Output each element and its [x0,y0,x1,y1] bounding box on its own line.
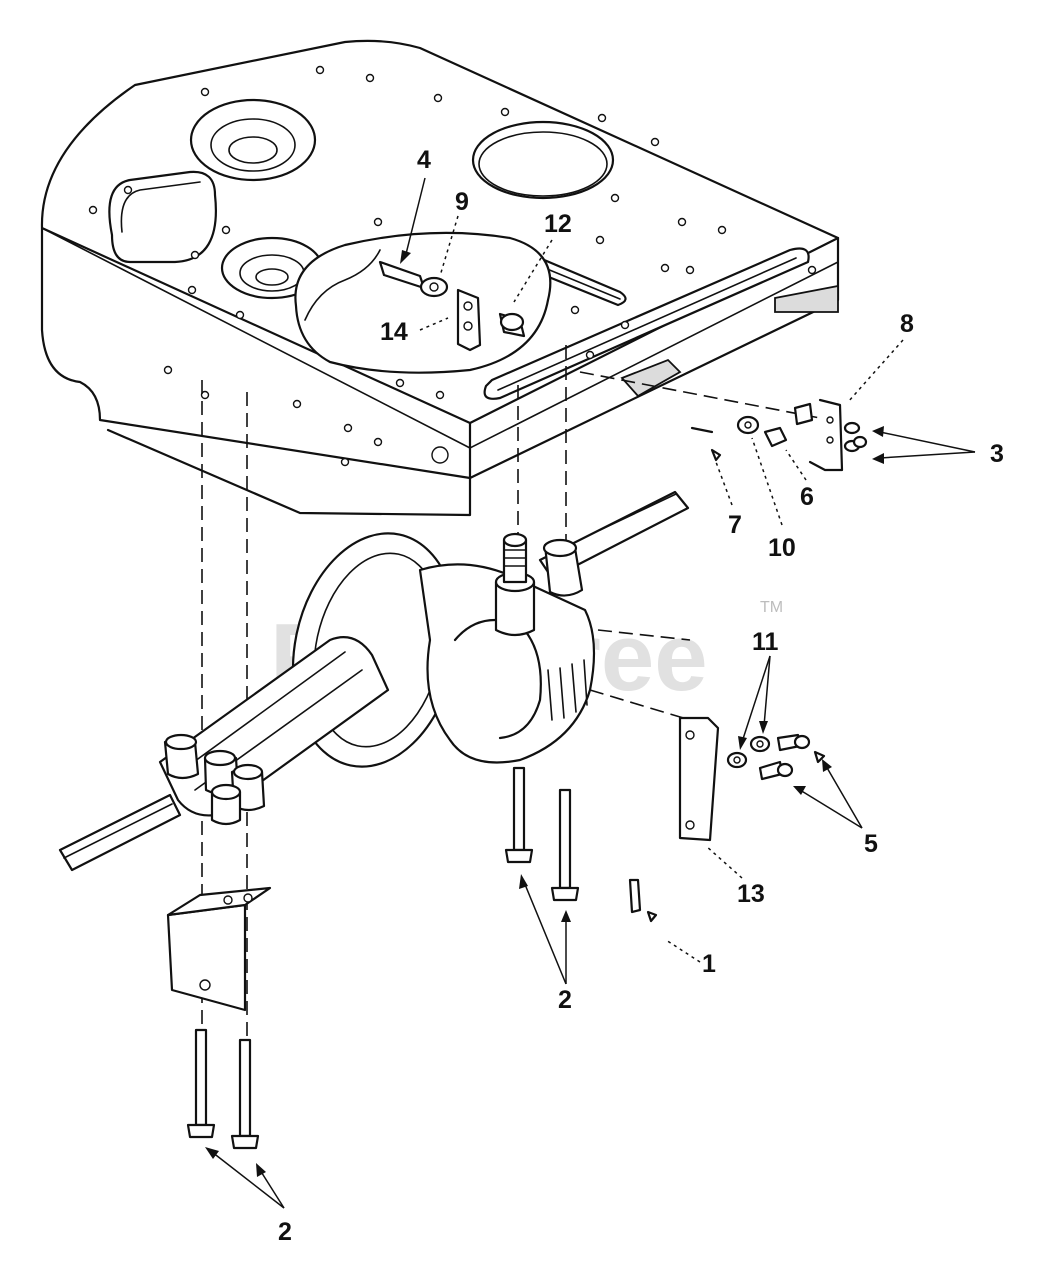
frame-right-face [468,236,840,480]
callout-5: 5 [864,830,878,858]
frame-inner-parts [378,260,526,352]
callout-9: 9 [455,188,469,216]
small-parts-lower [628,716,826,923]
callout-3: 3 [990,440,1004,468]
callout-10: 10 [768,534,796,562]
bolt-2-d-shank [238,1038,252,1138]
item-1-pin [628,878,642,914]
frame-under-bracket [620,358,682,398]
item-13-arm [678,716,720,842]
item-8-clip [793,402,814,426]
item-3-screw-a [843,421,861,435]
transaxle-assembly [58,490,690,872]
frame-center-cutout [294,231,552,374]
callout-14: 14 [380,318,408,346]
callout-labels: 1 2 2 2 3 4 5 6 7 8 9 10 11 12 13 14 [278,146,1004,1246]
frame-slot-front-inner [497,257,797,391]
frame-round-plate [471,120,615,200]
small-parts-upper [690,398,868,472]
lower-bracket-group [166,886,272,1150]
frame-side-skirt [40,226,472,517]
bolt-2-a-head [504,848,534,864]
bolt-2-c-head [186,1123,216,1139]
lower-bracket-face [166,903,247,1012]
transaxle-bolts [504,766,580,902]
leader-lines [205,177,976,1209]
callout-7: 7 [728,511,742,539]
frame-pivot-hole [431,446,449,464]
shift-lever-plate [456,288,482,352]
frame-plate [40,39,840,517]
callout-2-bottom: 2 [278,1218,292,1246]
frame-oval-cutout [108,170,217,264]
callout-8: 8 [900,310,914,338]
callout-11: 11 [752,628,779,656]
bolt-2-a-shank [512,766,526,852]
item-8-bracket [808,398,844,472]
item-7-pin [690,426,714,434]
frame-dish-large [189,98,317,182]
callout-4: 4 [417,146,431,174]
frame-rear-bracket [774,284,839,313]
callout-1: 1 [702,950,716,978]
axle-shaft-left [58,793,182,872]
bolt-2-b-head [550,886,580,902]
transaxle-cover [453,618,542,740]
watermark-tm: TM [760,599,783,616]
callout-13: 13 [737,880,765,908]
item-6-nut [763,426,788,448]
callout-12: 12 [544,210,572,238]
frame-front-edge [41,227,471,449]
callout-2-middle: 2 [558,986,572,1014]
input-shaft-boss [494,580,536,637]
bolt-2-c-shank [194,1028,208,1127]
lower-bracket-top [166,886,272,917]
bolt-2-b-shank [558,788,572,890]
callout-6: 6 [800,483,814,511]
bolt-2-d-head [230,1134,260,1150]
cooling-fins [547,659,588,721]
frame-oval-inner [120,181,201,233]
